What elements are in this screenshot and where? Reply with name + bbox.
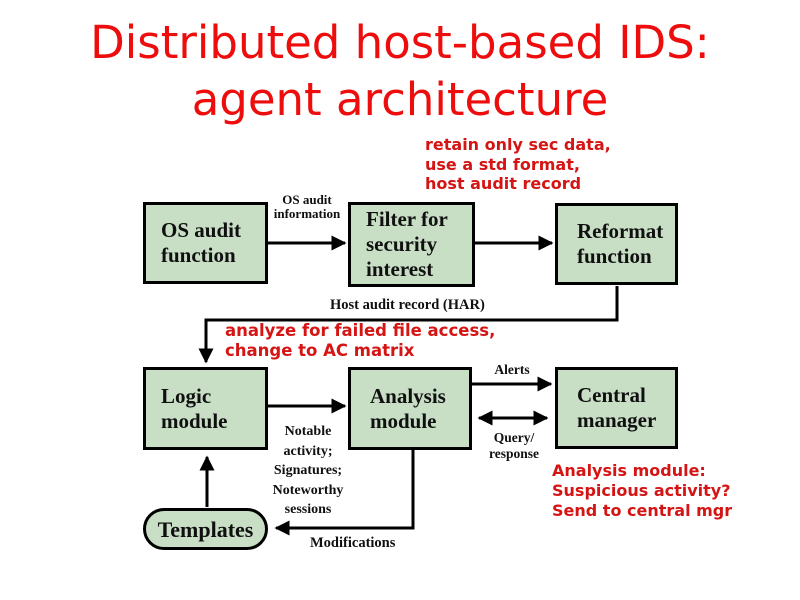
label-modifications: Modifications [310,535,396,551]
annotation-analyze-failed-access: analyze for failed file access, change t… [225,321,496,360]
box-reformat-function: Reformat function [555,203,678,285]
box-central-manager: Central manager [555,367,678,449]
annotation-analysis-module-note: Analysis module: Suspicious activity? Se… [552,461,733,520]
label-notable-activity: Notable activity; Signatures; Noteworthy… [272,424,344,517]
box-analysis-module: Analysis module [348,367,472,450]
label-alerts: Alerts [494,362,530,377]
box-templates: Templates [143,508,268,550]
label-query-response: Query/ response [488,430,539,461]
box-os-audit-function: OS audit function [143,202,268,284]
label-os-audit-information: OS audit information [273,192,341,221]
slide-title: Distributed host-based IDS: agent archit… [90,16,710,126]
box-logic-module: Logic module [143,367,268,450]
label-host-audit-record: Host audit record (HAR) [330,297,485,313]
annotation-retain-sec-data: retain only sec data, use a std format, … [425,135,611,193]
box-filter-for-security-interest: Filter for security interest [348,202,475,287]
